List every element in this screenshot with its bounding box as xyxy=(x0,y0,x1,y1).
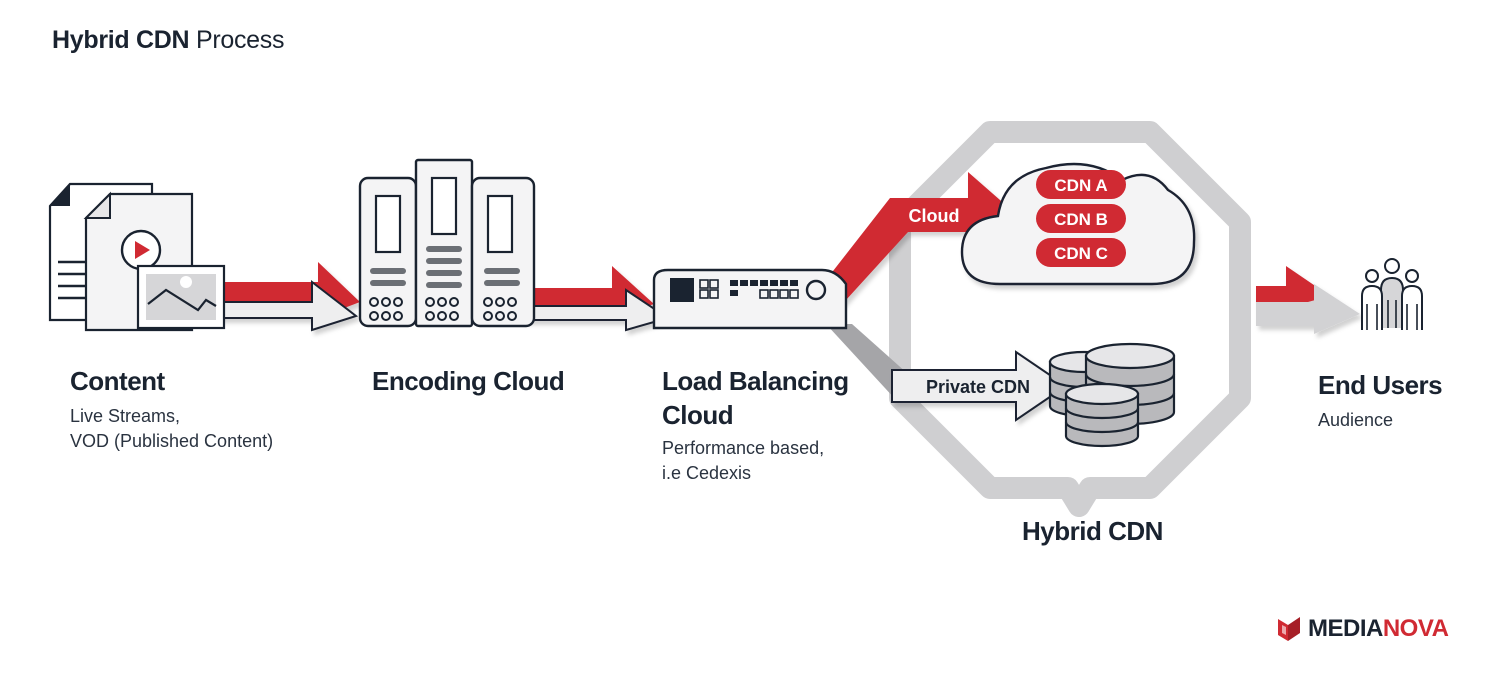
load-balancing-sub-1: Performance based, xyxy=(662,438,825,458)
video-icon xyxy=(120,229,162,271)
flow-arrow-to-users xyxy=(1256,266,1360,334)
svg-text:CDN A: CDN A xyxy=(1054,176,1107,195)
svg-text:CDN B: CDN B xyxy=(1054,210,1108,229)
users-icon xyxy=(1361,258,1423,330)
private-route-label: Private CDN xyxy=(926,377,1030,397)
logo-icon xyxy=(1278,617,1300,641)
end-users-label: End Users xyxy=(1318,370,1443,400)
load-balancing-label-1: Load Balancing xyxy=(662,366,849,396)
cdn-pill-b: CDN B xyxy=(1036,204,1126,233)
encoding-label: Encoding Cloud xyxy=(372,366,565,396)
logo-wordmark: MEDIANOVA xyxy=(1308,615,1449,643)
hybrid-cdn-label: Hybrid CDN xyxy=(1022,516,1163,546)
title-bold: Hybrid CDN xyxy=(52,26,190,54)
image-icon xyxy=(136,264,226,330)
content-sub-1: Live Streams, xyxy=(70,406,181,426)
cdn-pill-a: CDN A xyxy=(1036,170,1126,199)
brand-logo: MEDIANOVA xyxy=(1276,612,1449,646)
cloud-route-label: Cloud xyxy=(909,206,960,226)
logo-word-1: MEDIA xyxy=(1308,615,1383,642)
content-sub-2: VOD (Published Content) xyxy=(70,431,274,451)
logo-word-2: NOVA xyxy=(1382,615,1449,642)
database-icon xyxy=(1048,342,1176,448)
cdn-pill-c: CDN C xyxy=(1036,238,1126,267)
svg-text:CDN C: CDN C xyxy=(1054,244,1108,263)
end-users-sub: Audience xyxy=(1318,410,1394,430)
title-light: Process xyxy=(195,26,285,54)
content-label: Content xyxy=(70,366,165,396)
page-title: Hybrid CDN Process xyxy=(52,26,284,55)
load-balancer-icon xyxy=(652,268,848,330)
server-rack-icon xyxy=(358,158,536,328)
flow-arrow-content-encoding xyxy=(199,262,360,332)
load-balancing-sub-2: i.e Cedexis xyxy=(662,463,752,483)
load-balancing-label-2: Cloud xyxy=(662,400,734,430)
private-route-arrow: Private CDN xyxy=(826,324,1068,422)
flow-arrow-encoding-balancer xyxy=(519,266,671,332)
